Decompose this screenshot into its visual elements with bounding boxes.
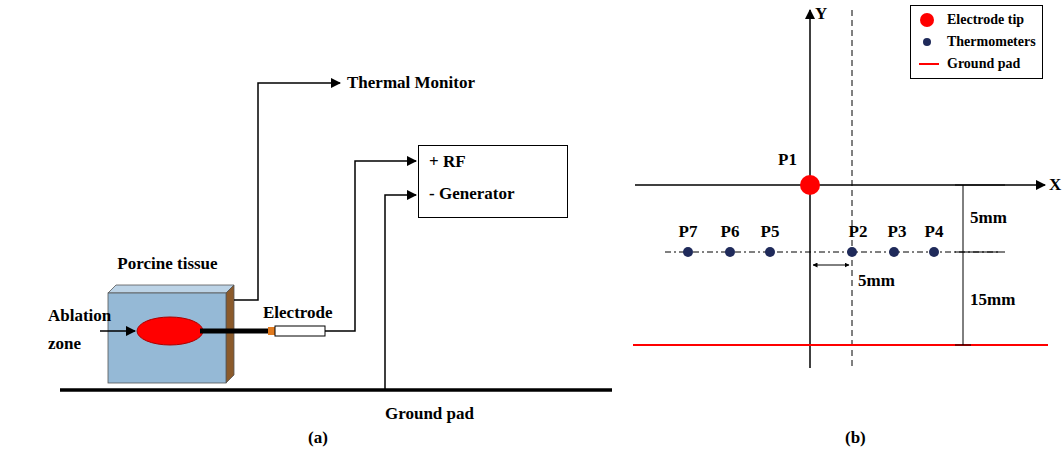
- x-axis: [635, 184, 1045, 186]
- part-label: Electrode: [263, 303, 333, 323]
- ground-pad: [60, 388, 612, 392]
- legend-entry: Thermometers: [917, 31, 1036, 53]
- tissue-block: Porcine tissue: [95, 254, 240, 274]
- legend-swatch: [917, 12, 941, 28]
- part-label: Ground pad: [385, 404, 474, 424]
- electrode-shaft: [200, 329, 268, 334]
- axis-label: X: [1049, 175, 1061, 195]
- monitor-wire: [234, 83, 340, 300]
- legend-swatch: [917, 34, 941, 50]
- legend-label: Thermometers: [947, 34, 1036, 50]
- point-label: P6: [715, 222, 745, 242]
- guide-line: [852, 10, 853, 368]
- zone-pointer: [100, 330, 135, 332]
- node-heading: Porcine tissue: [95, 254, 240, 274]
- terminal-label: - Generator: [429, 184, 557, 204]
- dimension-label: 5mm: [970, 208, 1007, 228]
- rf-wire: [325, 161, 416, 331]
- device-label: Thermal Monitor: [347, 73, 475, 93]
- terminal-label: + RF: [429, 152, 557, 172]
- electrode-tip: [268, 327, 275, 335]
- thermometers: [683, 247, 939, 257]
- generator-box: + RF - Generator: [418, 145, 568, 218]
- axis-label: Y: [815, 4, 827, 24]
- panel-b: [633, 10, 1048, 368]
- dimension-label: 15mm: [970, 290, 1015, 310]
- electrode-tip-dot: [800, 175, 820, 195]
- ablation-zone: [137, 317, 203, 345]
- ground-pad-line: [633, 344, 1048, 346]
- guide-line: [665, 252, 1000, 253]
- legend-swatch: [917, 56, 941, 72]
- point-label: P7: [673, 222, 703, 242]
- tissue-front: [108, 293, 226, 383]
- legend-entry: Ground pad: [917, 53, 1036, 75]
- tissue-side: [226, 285, 234, 383]
- legend-box: Electrode tipThermometersGround pad: [910, 5, 1043, 79]
- point-label: P4: [919, 222, 949, 242]
- point-label: P3: [882, 222, 912, 242]
- point-label: P1: [778, 150, 797, 170]
- legend-label: Electrode tip: [947, 12, 1024, 28]
- dimension-label: 5mm: [858, 271, 895, 291]
- panel-label: (b): [845, 428, 866, 448]
- panel-label: (a): [308, 428, 328, 448]
- panel-a: [60, 83, 612, 390]
- legend-label: Ground pad: [947, 56, 1020, 72]
- point-label: P5: [755, 222, 785, 242]
- electrode-handle: [275, 326, 325, 336]
- legend-entry: Electrode tip: [917, 9, 1036, 31]
- region-label: Ablation zone: [48, 302, 128, 358]
- point-label: P2: [843, 222, 873, 242]
- tissue-top: [108, 285, 234, 293]
- ground-wire: [385, 195, 416, 389]
